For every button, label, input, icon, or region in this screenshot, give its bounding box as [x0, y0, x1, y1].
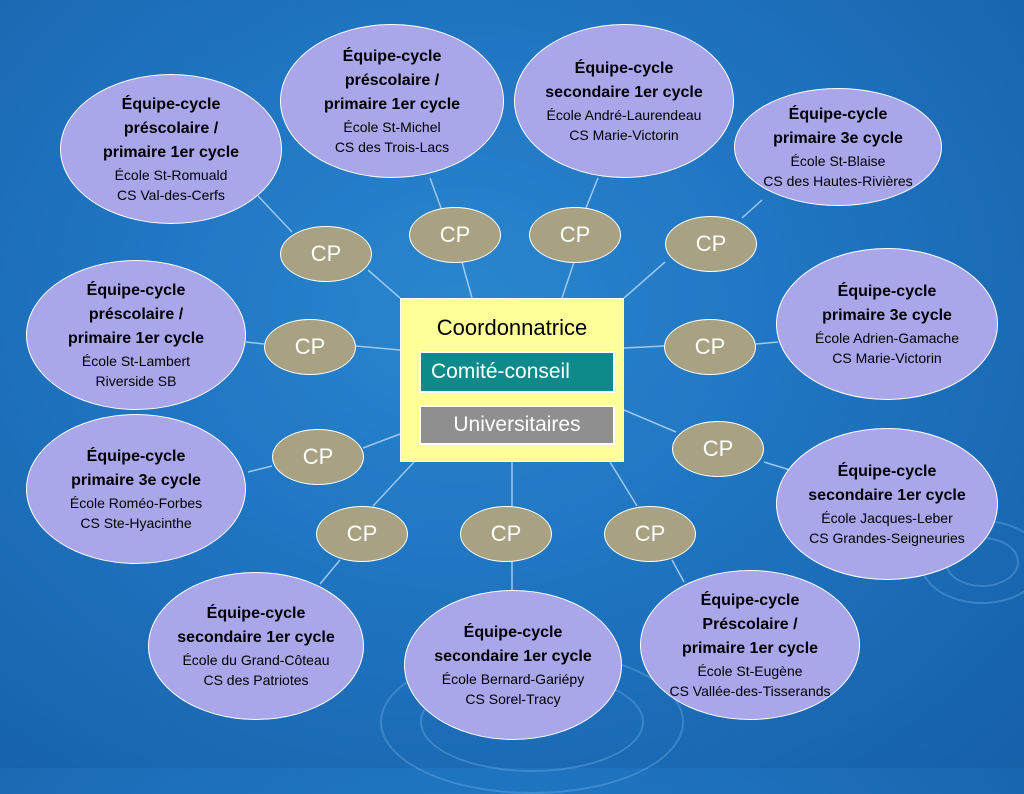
team-level: primaire 1er cycle	[323, 96, 461, 113]
team-board: CS des Patriotes	[203, 672, 309, 688]
coordonnatrice-label: Coordonnatrice	[436, 315, 588, 340]
team-school: École Adrien-Gamache	[815, 330, 959, 346]
team-level: secondaire 1er cycle	[434, 648, 592, 665]
team-level: Préscolaire /	[702, 616, 798, 633]
team-school: École du Grand-Côteau	[182, 652, 330, 668]
cp-bubble: CP	[280, 226, 372, 282]
team-school: École André-Laurendeau	[546, 107, 702, 123]
team-level: primaire 3e cycle	[822, 307, 952, 324]
team-bubble-grand-coteau: Équipe-cycle secondaire 1er cycle École …	[148, 572, 364, 720]
cp-bubble: CP	[664, 319, 756, 375]
cp-bubble: CP	[409, 207, 501, 263]
cp-bubble: CP	[272, 429, 364, 485]
team-board: CS Marie-Victorin	[832, 350, 942, 366]
team-school: École St-Eugène	[697, 663, 803, 679]
team-school: École St-Lambert	[81, 353, 191, 369]
team-level: préscolaire /	[123, 120, 219, 137]
team-board: CS des Trois-Lacs	[334, 139, 450, 155]
team-title: Équipe-cycle	[837, 463, 937, 480]
team-board: CS Val-des-Cerfs	[117, 187, 225, 203]
team-bubble-st-lambert: Équipe-cycle préscolaire / primaire 1er …	[26, 260, 246, 410]
team-bubble-st-michel: Équipe-cycle préscolaire / primaire 1er …	[280, 24, 504, 178]
team-title: Équipe-cycle	[86, 448, 186, 465]
cp-bubble: CP	[264, 319, 356, 375]
team-board: CS Vallée-des-Tisserands	[669, 683, 831, 699]
team-bubble-romeo-forbes: Équipe-cycle primaire 3e cycle École Rom…	[26, 414, 246, 564]
team-title: Équipe-cycle	[788, 106, 888, 123]
team-school: École Bernard-Gariépy	[441, 671, 585, 687]
coordination-box: Coordonnatrice Comité-conseil Universita…	[400, 298, 624, 462]
team-school: École Jacques-Leber	[821, 510, 953, 526]
team-title: Équipe-cycle	[700, 592, 800, 609]
team-level: secondaire 1er cycle	[808, 487, 966, 504]
cp-bubble: CP	[529, 207, 621, 263]
team-level: primaire 3e cycle	[71, 472, 201, 489]
comite-conseil-box: Comité-conseil	[419, 351, 615, 393]
team-bubble-bernard-gariepy: Équipe-cycle secondaire 1er cycle École …	[404, 590, 622, 740]
cp-bubble: CP	[460, 506, 552, 562]
team-board: Riverside SB	[95, 373, 177, 389]
team-level: préscolaire /	[88, 306, 184, 323]
team-level: primaire 1er cycle	[102, 144, 240, 161]
cp-bubble: CP	[672, 421, 764, 477]
team-school: École Roméo-Forbes	[69, 495, 203, 511]
team-board: CS Marie-Victorin	[569, 127, 679, 143]
universitaires-box: Universitaires	[419, 405, 615, 445]
team-title: Équipe-cycle	[574, 60, 674, 77]
cp-bubble: CP	[604, 506, 696, 562]
team-bubble-st-romuald: Équipe-cycle préscolaire / primaire 1er …	[60, 74, 282, 224]
team-level: primaire 1er cycle	[681, 640, 819, 657]
team-board: CS des Hautes-Rivières	[763, 173, 913, 189]
team-bubble-adrien-gamache: Équipe-cycle primaire 3e cycle École Adr…	[776, 248, 998, 400]
team-level: préscolaire /	[344, 72, 440, 89]
team-title: Équipe-cycle	[342, 48, 442, 65]
team-board: CS Sorel-Tracy	[465, 691, 561, 707]
team-level: secondaire 1er cycle	[545, 84, 703, 101]
connector-lines	[245, 177, 791, 590]
team-board: CS Ste-Hyacinthe	[80, 515, 192, 531]
team-title: Équipe-cycle	[86, 282, 186, 299]
team-level: secondaire 1er cycle	[177, 629, 335, 646]
team-bubble-st-blaise: Équipe-cycle primaire 3e cycle École St-…	[734, 88, 942, 206]
team-level: primaire 3e cycle	[773, 130, 903, 147]
team-title: Équipe-cycle	[837, 283, 937, 300]
team-bubble-st-eugene: Équipe-cycle Préscolaire / primaire 1er …	[640, 570, 860, 720]
team-title: Équipe-cycle	[463, 624, 563, 641]
team-school: École St-Michel	[343, 119, 441, 135]
team-level: primaire 1er cycle	[67, 330, 205, 347]
team-title: Équipe-cycle	[121, 96, 221, 113]
team-bubble-andre-laurendeau: Équipe-cycle secondaire 1er cycle École …	[514, 24, 734, 178]
team-bubble-jacques-leber: Équipe-cycle secondaire 1er cycle École …	[776, 428, 998, 580]
diagram-canvas: Coordonnatrice Comité-conseil Universita…	[26, 24, 1024, 794]
team-school: École St-Romuald	[114, 167, 228, 183]
cp-bubble: CP	[665, 216, 757, 272]
team-board: CS Grandes-Seigneuries	[809, 530, 965, 546]
team-school: École St-Blaise	[790, 153, 886, 169]
team-title: Équipe-cycle	[206, 605, 306, 622]
cp-bubble: CP	[316, 506, 408, 562]
